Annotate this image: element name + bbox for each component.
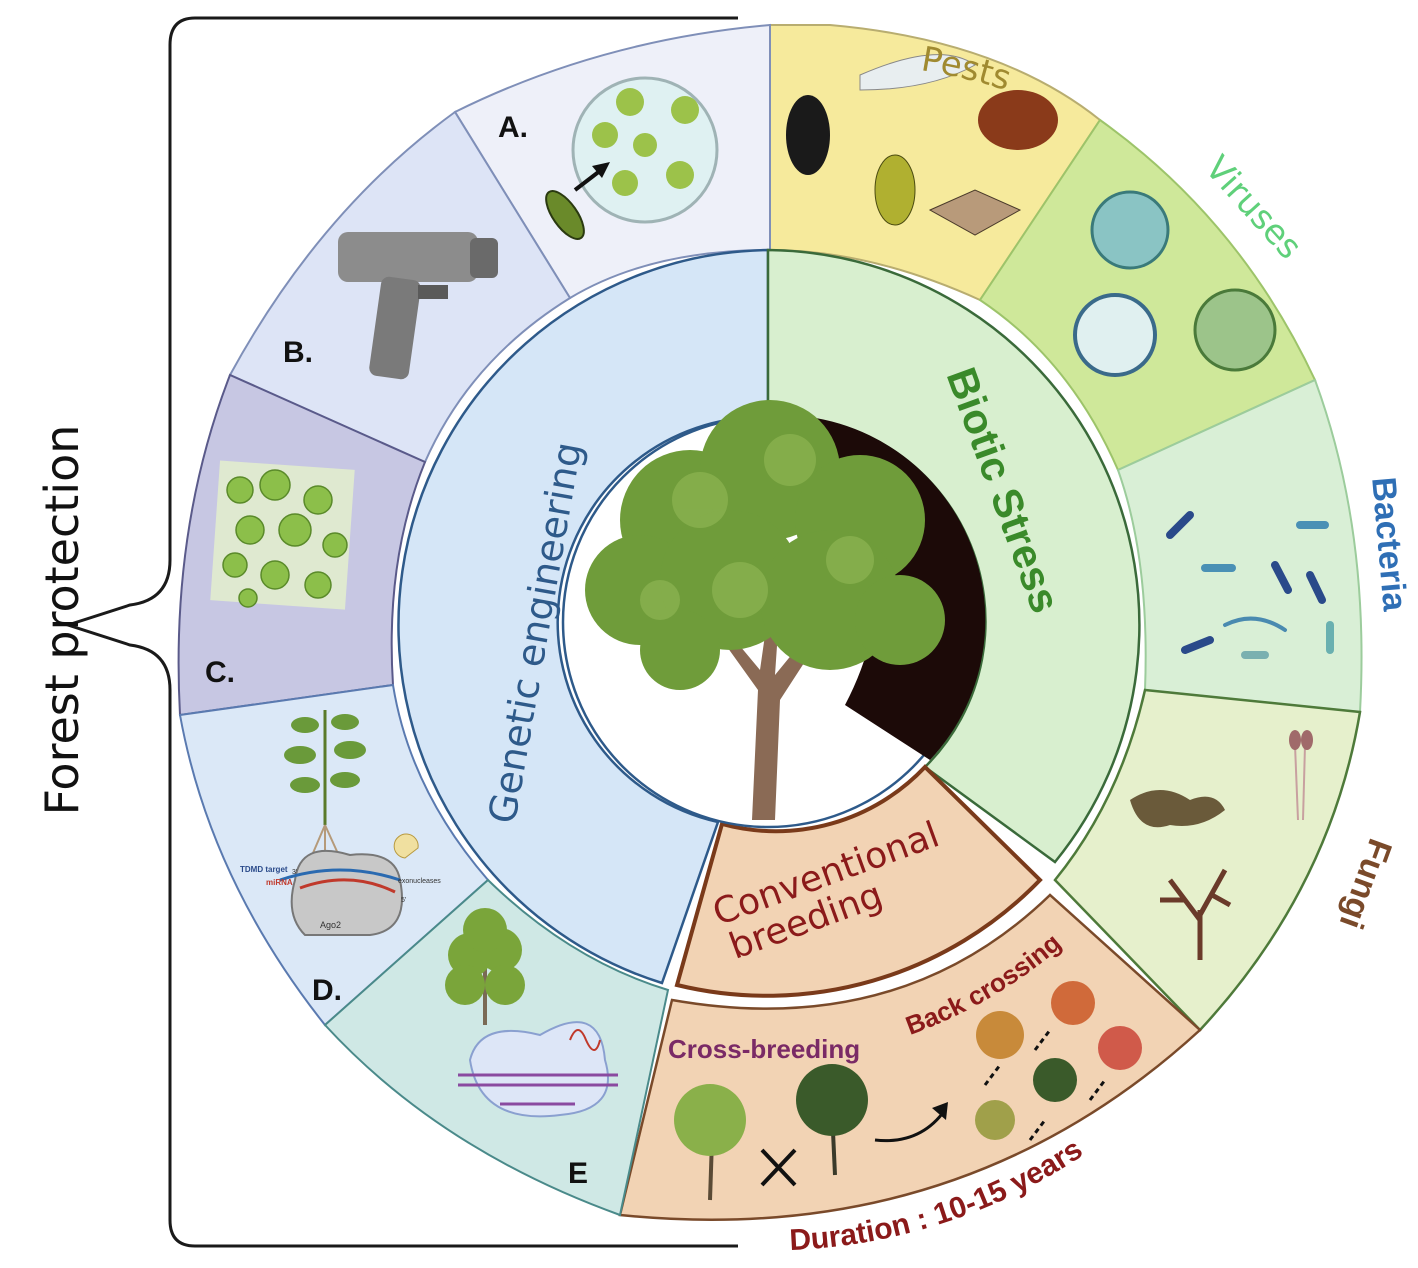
segment-b-label: B. [283, 336, 313, 369]
viruses-illustration [1073, 190, 1277, 377]
five-prime-label: 5' [401, 897, 406, 904]
bacteria-label: Bacteria [1364, 476, 1414, 614]
center-tree [585, 400, 986, 820]
segment-a-illustration [545, 76, 719, 240]
gene-gun-icon [338, 232, 498, 380]
segment-a-label: A. [498, 111, 528, 144]
segment-e-illustration [445, 908, 618, 1118]
tree-shadow [745, 414, 986, 760]
fungi-label: Fungi [1332, 834, 1399, 934]
fungi-illustration [1130, 730, 1313, 960]
cell-micrograph [210, 460, 355, 610]
ago2-label: Ago2 [320, 920, 341, 930]
pests-illustration [786, 54, 1058, 236]
bacteria-illustration [1166, 511, 1334, 659]
tdmd-target-label: TDMD target [240, 865, 288, 874]
left-bracket [63, 16, 738, 1248]
inner-genetic-engineering [397, 248, 770, 985]
segment-d-label: D. [312, 974, 342, 1007]
three-prime-label: 3' [292, 869, 297, 876]
segment-breeding [618, 893, 1202, 1221]
segment-e-label: E [568, 1157, 588, 1190]
segment-c-label: C. [205, 656, 235, 689]
segment-fungi [1053, 688, 1362, 1032]
segment-d-illustration [279, 710, 419, 936]
exonucleases-label: exonucleases [398, 878, 441, 885]
side-label: Forest protection [35, 425, 89, 816]
mirna-label: miRNA [266, 878, 293, 887]
breeding-illustration [674, 981, 1142, 1201]
inner-conventional-breeding [674, 764, 1043, 998]
cross-breeding-label: Cross-breeding [668, 1034, 860, 1064]
